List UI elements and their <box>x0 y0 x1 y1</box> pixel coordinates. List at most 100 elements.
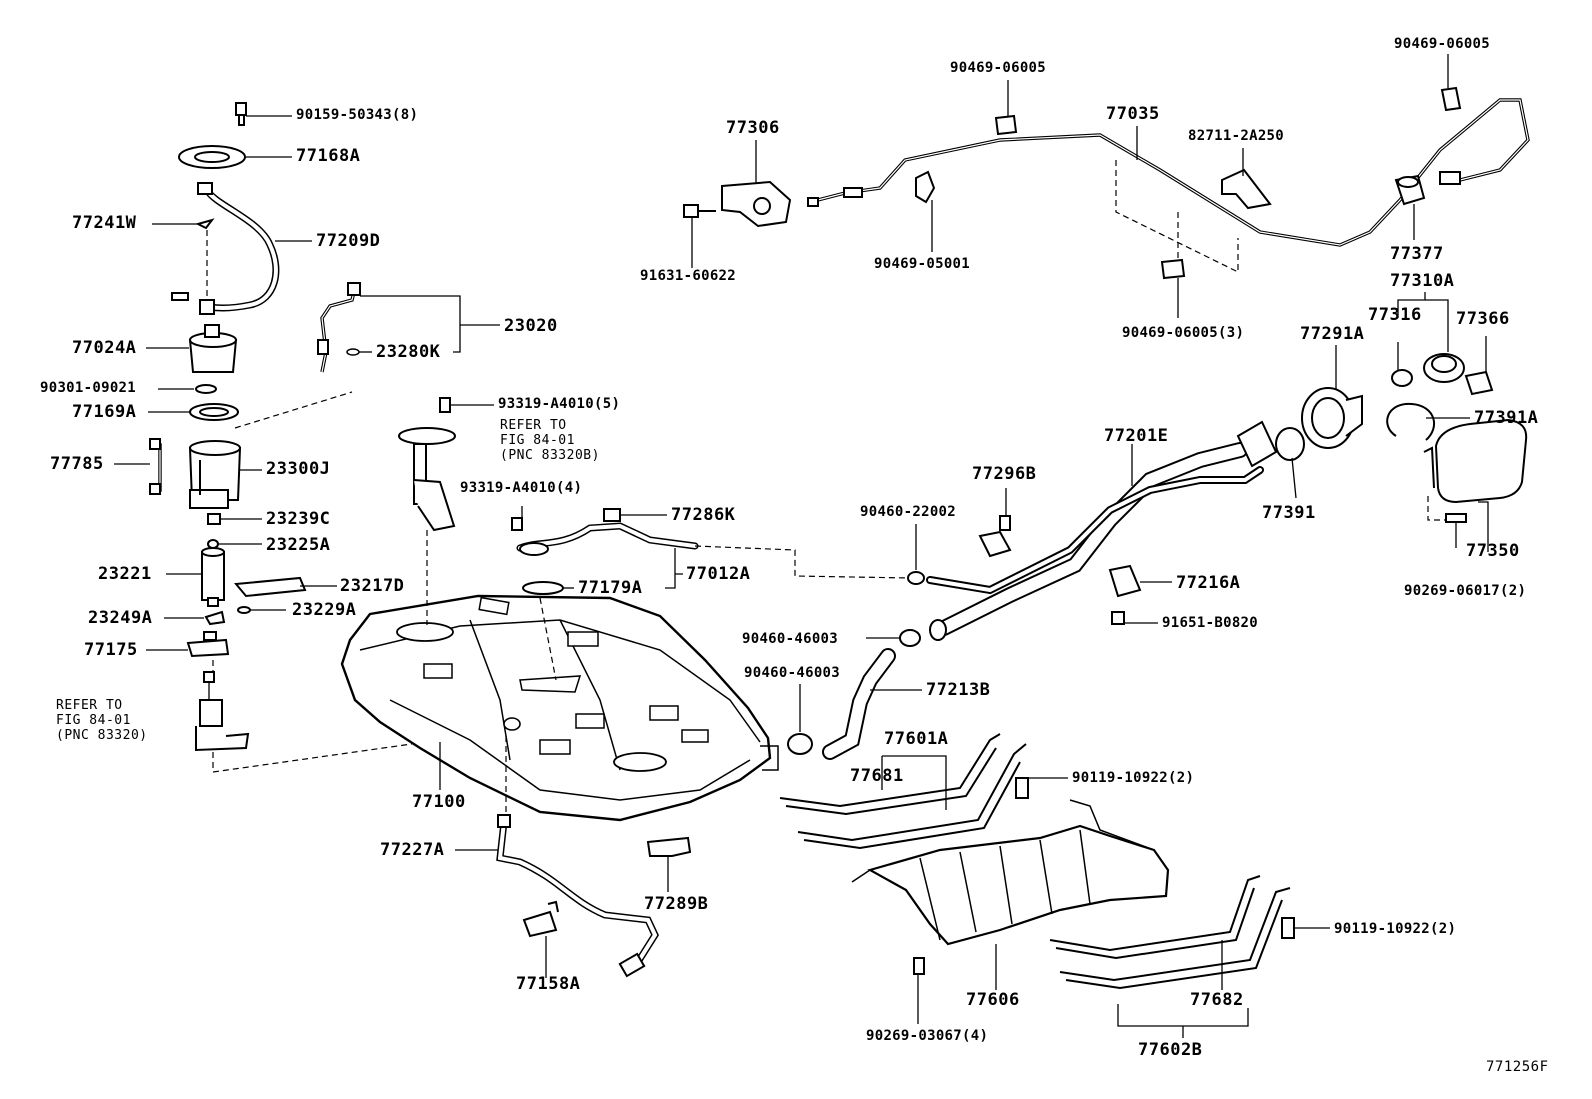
part-number-label: 93319-A4010(5) <box>498 396 621 412</box>
gasket-seal-part <box>1391 369 1413 387</box>
part-number-label: 90469-06005 <box>950 60 1047 76</box>
part-number-label: 77291A <box>1300 324 1365 344</box>
drain-connector-part <box>497 814 646 978</box>
part-number-label: 77168A <box>296 146 361 166</box>
part-number-label: 90469-05001 <box>874 256 971 272</box>
part-number-label: 90269-03067(4) <box>866 1028 989 1044</box>
part-number-label: 90460-22002 <box>860 504 957 520</box>
cushion-part <box>204 606 251 626</box>
part-number-label: 77201E <box>1104 426 1169 446</box>
lid-spring-part <box>1464 370 1494 396</box>
part-number-label: 90119-10922(2) <box>1072 770 1195 786</box>
part-number-label: 77366 <box>1456 309 1510 329</box>
cable-end-part <box>807 171 1461 207</box>
part-number-label: 77310A <box>1390 271 1455 291</box>
part-number-label: 91631-60622 <box>640 268 737 284</box>
part-number-label: 23221 <box>98 564 152 584</box>
strainer-part <box>207 513 221 549</box>
part-number-label: 77035 <box>1106 104 1160 124</box>
part-number-label: 77241W <box>72 213 137 233</box>
tank-bolt-part <box>1015 777 1029 799</box>
part-number-label: 93319-A4010(4) <box>460 480 583 496</box>
part-number-label: 90159-50343(8) <box>296 107 419 123</box>
part-number-label: 90469-06005(3) <box>1122 325 1245 341</box>
part-number-label: 77785 <box>50 454 104 474</box>
part-number-label: 77296B <box>972 464 1037 484</box>
part-number-label: 77175 <box>84 640 138 660</box>
part-number-label: 90469-06005 <box>1394 36 1491 52</box>
part-number-label: 77213B <box>926 680 991 700</box>
lid-opener-cable-part <box>809 98 1530 247</box>
part-number-label: 77606 <box>966 990 1020 1010</box>
part-number-label: 77227A <box>380 840 445 860</box>
retainer-spring-part <box>1386 402 1435 441</box>
drain-tube-part <box>496 818 659 966</box>
fuel-tank-part <box>340 594 779 822</box>
part-number-label: 77377 <box>1390 244 1444 264</box>
pump-bracket-part <box>186 631 230 658</box>
breather-valve-part <box>978 515 1012 558</box>
part-number-label: 77681 <box>850 766 904 786</box>
part-number-label: 77216A <box>1176 573 1241 593</box>
filler-neck-part <box>1301 387 1363 449</box>
part-number-label: 23229A <box>292 600 357 620</box>
part-number-label: 90460-46003 <box>742 631 839 647</box>
heat-insulator-part <box>851 799 1170 946</box>
bracket-part <box>234 576 307 598</box>
part-number-label: 77100 <box>412 792 466 812</box>
part-number-label: 77682 <box>1190 990 1244 1010</box>
filler-bracket-part <box>1108 564 1142 625</box>
part-number-label: 77316 <box>1368 305 1422 325</box>
pump-filter-cap-part <box>188 324 238 373</box>
part-number-label: 77012A <box>686 564 751 584</box>
part-number-label: 77289B <box>644 894 709 914</box>
tank-band-part <box>779 733 1027 850</box>
bolt-part <box>235 102 247 126</box>
o-ring-seal-part <box>1275 427 1305 461</box>
part-number-label: 77179A <box>578 578 643 598</box>
screw-part <box>1445 513 1467 523</box>
part-number-label: 77602B <box>1138 1040 1203 1060</box>
filler-hose-part <box>822 648 896 760</box>
lock-cylinder-part <box>1394 174 1426 206</box>
o-ring-part <box>195 384 217 394</box>
sub-wire-part <box>320 287 357 373</box>
fuel-pump-assy-part <box>188 440 242 509</box>
sub-connector-part <box>317 282 361 355</box>
part-number-label: 77601A <box>884 729 949 749</box>
retainer-ring-part <box>178 145 246 169</box>
part-number-label: 23217D <box>340 576 405 596</box>
fuel-cap-part <box>1423 353 1465 383</box>
gasket-part <box>189 403 239 421</box>
part-number-label: 23300J <box>266 459 331 479</box>
part-number-label: 82711-2A250 <box>1188 128 1285 144</box>
sender-gauge-part <box>195 671 250 752</box>
connector-part <box>149 438 161 495</box>
vent-valve-part <box>511 508 621 556</box>
part-number-label: 23280K <box>376 342 441 362</box>
tube-clamp-part <box>522 900 559 938</box>
part-number-label: 77158A <box>516 974 581 994</box>
part-number-label: 77209D <box>316 231 381 251</box>
part-number-label: 23225A <box>266 535 331 555</box>
part-number-label: 77286K <box>671 505 736 525</box>
filler-pipe-part <box>926 420 1278 641</box>
part-number-label: 77306 <box>726 118 780 138</box>
part-number-label: 90269-06017(2) <box>1404 583 1527 599</box>
part-number-label: 23020 <box>504 316 558 336</box>
gasket-ring-part <box>522 581 564 595</box>
part-number-label: 23239C <box>266 509 331 529</box>
part-number-label: 77391A <box>1474 408 1539 428</box>
clip-part <box>195 218 215 230</box>
reference-note: REFER TO FIG 84-01 (PNC 83320) <box>56 698 148 743</box>
part-number-label: 90119-10922(2) <box>1334 921 1457 937</box>
part-number-label: 90460-46003 <box>744 665 841 681</box>
band-bolt-part <box>1281 917 1295 939</box>
tank-band-lower-part <box>1049 875 1291 990</box>
fuel-lid-part <box>1423 418 1528 504</box>
part-number-label: 23249A <box>88 608 153 628</box>
sender-unit-part <box>398 397 456 532</box>
insulator-bolt-part <box>913 957 925 975</box>
reference-note: REFER TO FIG 84-01 (PNC 83320B) <box>500 418 600 463</box>
